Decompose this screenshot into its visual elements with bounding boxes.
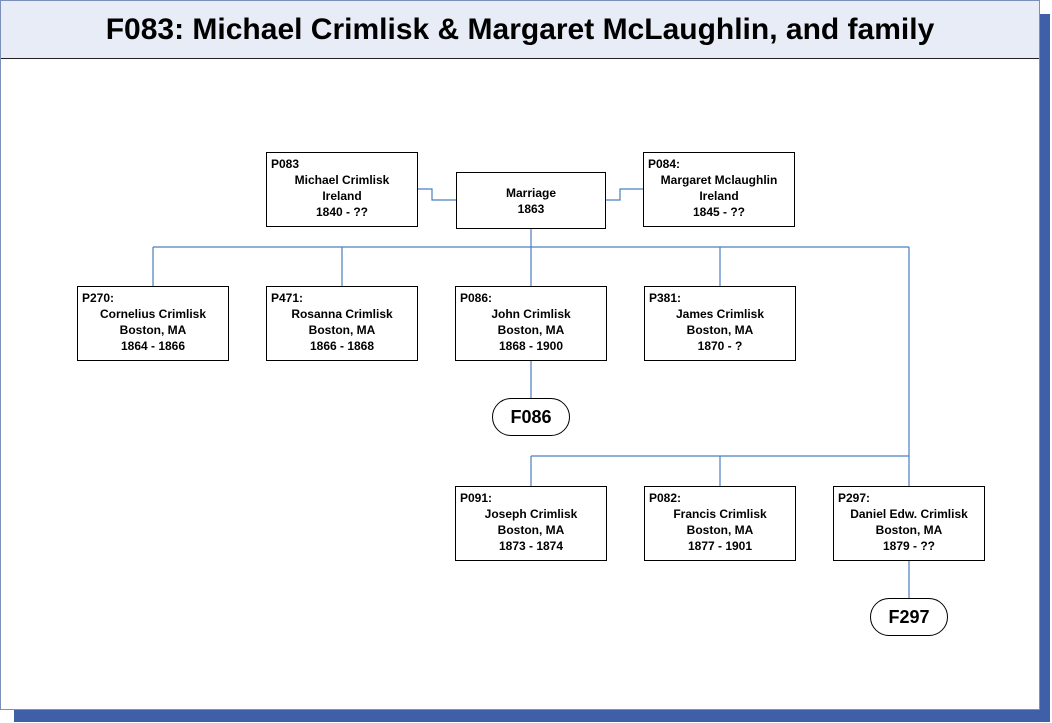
marriage-label: Marriage: [505, 185, 557, 200]
person-dates: 1873 - 1874: [498, 539, 564, 553]
person-place: Boston, MA: [497, 323, 565, 337]
person-name: James Crimlisk: [675, 307, 765, 321]
person-id: P297:: [838, 491, 871, 505]
person-id: P091:: [460, 491, 493, 505]
connector-father-marriage: [418, 188, 456, 201]
person-card-p086[interactable]: P086: John Crimlisk Boston, MA 1868 - 19…: [455, 286, 607, 361]
person-id: P086:: [460, 291, 493, 305]
person-card-p082[interactable]: P082: Francis Crimlisk Boston, MA 1877 -…: [644, 486, 796, 561]
person-card-p084[interactable]: P084: Margaret Mclaughlin Ireland 1845 -…: [643, 152, 795, 227]
person-dates: 1868 - 1900: [498, 339, 564, 353]
person-place: Ireland: [322, 189, 362, 203]
person-dates: 1840 - ??: [315, 205, 369, 219]
person-card-p083[interactable]: P083 Michael Crimlisk Ireland 1840 - ??: [266, 152, 418, 227]
person-id: P270:: [82, 291, 115, 305]
person-id: P381:: [649, 291, 682, 305]
person-id: P471:: [271, 291, 304, 305]
person-name: Joseph Crimlisk: [484, 507, 578, 521]
person-dates: 1864 - 1866: [120, 339, 186, 353]
person-name: Rosanna Crimlisk: [291, 307, 393, 321]
family-link-f297[interactable]: F297: [870, 598, 948, 636]
connector-mother-marriage: [606, 188, 643, 201]
person-card-p270[interactable]: P270: Cornelius Crimlisk Boston, MA 1864…: [77, 286, 229, 361]
marriage-box[interactable]: Marriage 1863: [456, 172, 606, 229]
person-id: P084:: [648, 157, 681, 171]
person-place: Boston, MA: [686, 323, 754, 337]
person-name: John Crimlisk: [491, 307, 571, 321]
person-card-p381[interactable]: P381: James Crimlisk Boston, MA 1870 - ?: [644, 286, 796, 361]
title-bar: F083: Michael Crimlisk & Margaret McLaug…: [1, 1, 1039, 59]
person-place: Boston, MA: [119, 323, 187, 337]
person-name: Margaret Mclaughlin: [660, 173, 778, 187]
person-id: P083: [271, 157, 300, 171]
person-place: Boston, MA: [497, 523, 565, 537]
chart-page: F083: Michael Crimlisk & Margaret McLaug…: [0, 0, 1040, 710]
person-id: P082:: [649, 491, 682, 505]
page-title: F083: Michael Crimlisk & Margaret McLaug…: [105, 12, 935, 46]
person-name: Daniel Edw. Crimlisk: [850, 507, 968, 521]
person-place: Ireland: [699, 189, 739, 203]
person-card-p297[interactable]: P297: Daniel Edw. Crimlisk Boston, MA 18…: [833, 486, 985, 561]
connector-lines: [152, 188, 910, 598]
person-card-p471[interactable]: P471: Rosanna Crimlisk Boston, MA 1866 -…: [266, 286, 418, 361]
marriage-year: 1863: [517, 201, 545, 216]
person-dates: 1877 - 1901: [687, 539, 753, 553]
person-card-p091[interactable]: P091: Joseph Crimlisk Boston, MA 1873 - …: [455, 486, 607, 561]
person-name: Michael Crimlisk: [294, 173, 390, 187]
person-place: Boston, MA: [686, 523, 754, 537]
person-name: Francis Crimlisk: [673, 507, 767, 521]
person-dates: 1866 - 1868: [309, 339, 375, 353]
person-name: Cornelius Crimlisk: [99, 307, 207, 321]
person-dates: 1845 - ??: [692, 205, 746, 219]
person-place: Boston, MA: [308, 323, 376, 337]
person-dates: 1870 - ?: [697, 339, 743, 353]
person-place: Boston, MA: [875, 523, 943, 537]
person-dates: 1879 - ??: [882, 539, 936, 553]
family-link-f086[interactable]: F086: [492, 398, 570, 436]
